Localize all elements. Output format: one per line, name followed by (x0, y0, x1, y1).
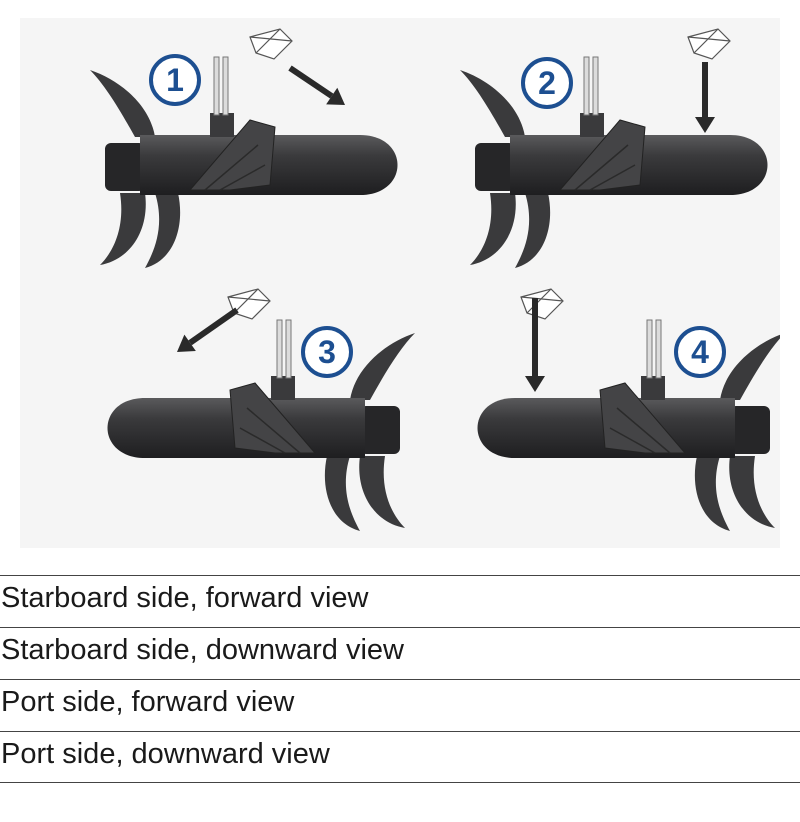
panel-3: 3 (107, 288, 415, 531)
step-number-badge (301, 326, 353, 378)
trolling-motor (460, 56, 768, 268)
paper-plane-icon (227, 288, 271, 320)
propeller-blade-bottom (515, 193, 551, 268)
arrow-head-icon (177, 334, 196, 352)
paper-plane-shape (520, 288, 564, 320)
transducer (229, 382, 317, 454)
panel-4: 4 (477, 288, 780, 531)
transducer (599, 382, 687, 454)
shaft-collar (641, 376, 665, 400)
view-legend-table: Starboard side, forward view Starboard s… (0, 575, 800, 783)
propeller-blade-top (720, 334, 780, 400)
propeller-blade-bottom (729, 456, 775, 528)
paper-plane-shape (249, 28, 293, 60)
shaft (592, 56, 599, 116)
propeller-blade-top (460, 70, 525, 137)
shaft-collar (210, 113, 234, 137)
shaft (646, 319, 653, 379)
shaft (222, 56, 229, 116)
step-number: 3 (318, 334, 336, 370)
panel-1: 1 (90, 28, 398, 268)
paper-plane-icon (249, 28, 293, 60)
shaft (285, 319, 292, 379)
direction-arrow-icon (288, 65, 334, 99)
row-label: Starboard side, downward view (1, 634, 404, 666)
shaft-collar (271, 376, 295, 400)
paper-plane-icon (520, 288, 564, 320)
arrow-head-icon (326, 87, 345, 105)
propeller-hub (475, 143, 515, 191)
propeller-blade-bottom (470, 193, 516, 265)
transducer-edge (204, 144, 266, 191)
propeller-hub (360, 406, 400, 454)
shaft (583, 56, 590, 116)
propeller-blade-bottom (359, 456, 405, 528)
shaft (655, 319, 662, 379)
propeller-hub (105, 143, 145, 191)
figure-drawing: 1 2 3 4 (90, 28, 780, 531)
row-label: Starboard side, forward view (1, 582, 369, 614)
arrow-head-icon (695, 117, 715, 133)
arrow-head-icon (525, 376, 545, 392)
shaft-collar (580, 113, 604, 137)
trolling-motor (477, 319, 780, 531)
transducer-edge (609, 407, 671, 454)
table-row: Starboard side, downward view (0, 627, 800, 679)
transducer (188, 119, 276, 191)
propeller-blade-top (90, 70, 155, 137)
trolling-motor (90, 56, 398, 268)
transducer-edge (239, 407, 301, 454)
shaft (213, 56, 220, 116)
trolling-motor (107, 319, 415, 531)
propeller-blade-bottom (694, 456, 730, 531)
step-number: 2 (538, 65, 556, 101)
propeller-blade-top (350, 333, 415, 400)
direction-arrow-icon (188, 307, 239, 346)
propeller-blade-bottom (100, 193, 146, 265)
panel-2: 2 (460, 28, 768, 268)
paper-plane-icon (687, 28, 731, 60)
propeller-blade-bottom (145, 193, 181, 268)
table-row: Port side, forward view (0, 679, 800, 731)
step-number-badge (521, 57, 573, 109)
table-row: Starboard side, forward view (0, 575, 800, 627)
table-row: Port side, downward view (0, 731, 800, 783)
step-number: 1 (166, 62, 184, 98)
row-label: Port side, downward view (1, 738, 330, 770)
propeller-hub (730, 406, 770, 454)
shaft (276, 319, 283, 379)
transducer-edge (574, 144, 636, 191)
step-number-badge (674, 326, 726, 378)
transducer (558, 119, 646, 191)
step-number: 4 (691, 334, 709, 370)
paper-plane-shape (227, 288, 271, 320)
trolling-motor-transducer-figure: 1 2 3 4 (20, 18, 780, 548)
paper-plane-shape (687, 28, 731, 60)
step-number-badge (149, 54, 201, 106)
propeller-blade-bottom (324, 456, 360, 531)
row-label: Port side, forward view (1, 686, 295, 718)
